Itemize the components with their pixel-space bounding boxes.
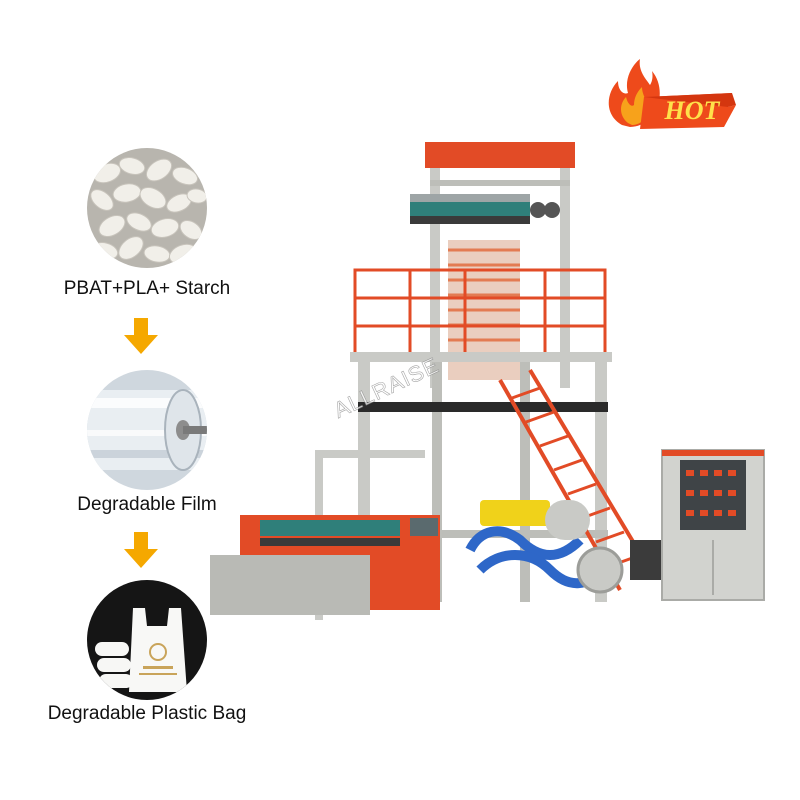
hot-badge: HOT bbox=[600, 55, 740, 140]
down-arrow-icon bbox=[124, 532, 158, 568]
film-roll-image bbox=[87, 370, 207, 490]
plastic-bag-image bbox=[87, 580, 207, 700]
down-arrow-icon bbox=[124, 318, 158, 354]
film-blowing-machine: ALLRAISE bbox=[200, 130, 780, 625]
step-label-bag: Degradable Plastic Bag bbox=[47, 703, 247, 724]
hot-badge-text: HOT bbox=[664, 96, 720, 125]
step-label-film: Degradable Film bbox=[77, 494, 217, 515]
step-label-pellets: PBAT+PLA+ Starch bbox=[63, 278, 231, 299]
pellets-image bbox=[87, 148, 207, 268]
